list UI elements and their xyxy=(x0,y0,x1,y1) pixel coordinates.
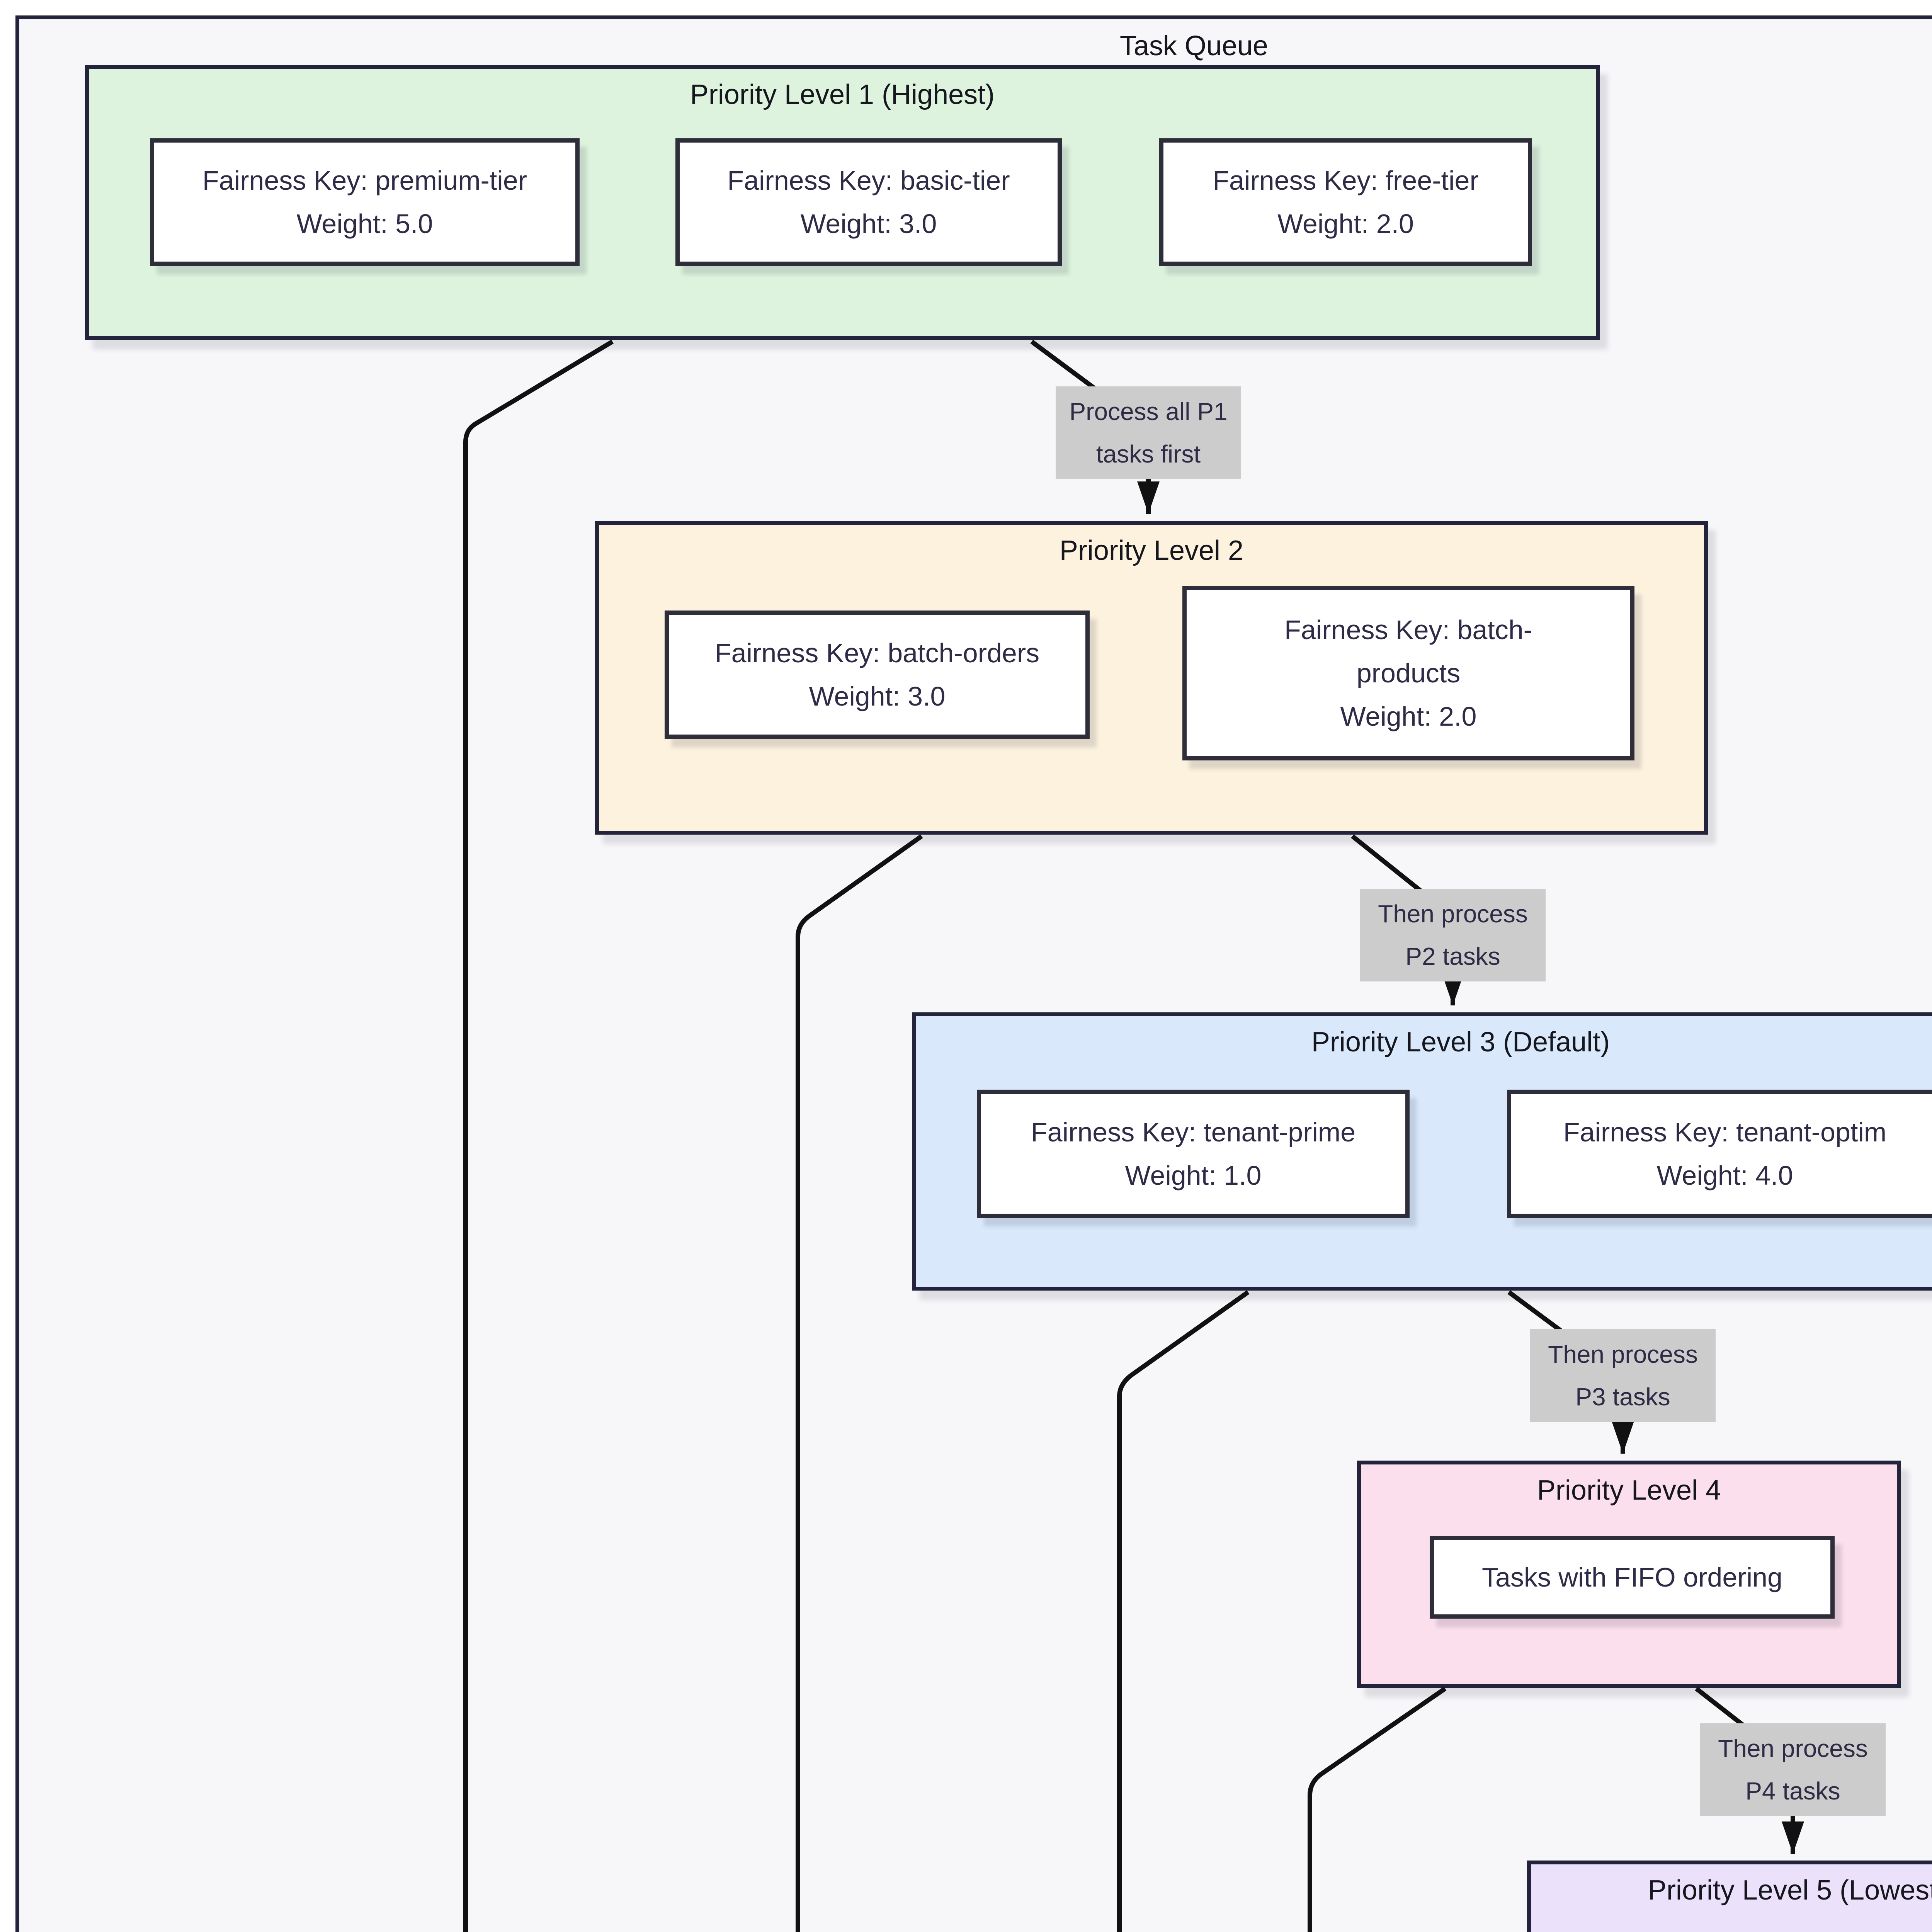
node-line: Fairness Key: tenant-prime xyxy=(1031,1117,1356,1147)
node-line: Fairness Key: premium-tier xyxy=(202,165,527,196)
node-line: products xyxy=(1356,658,1461,688)
node-line: Fairness Key: batch-orders xyxy=(714,638,1040,668)
edge-label-line: tasks first xyxy=(1096,440,1201,468)
node-line: Tasks with FIFO ordering xyxy=(1482,1562,1782,1592)
edge-label-line: P3 tasks xyxy=(1575,1383,1670,1411)
node-basic-tier: Fairness Key: basic-tier Weight: 3.0 xyxy=(675,138,1062,266)
node-fifo-p4: Tasks with FIFO ordering xyxy=(1430,1536,1835,1619)
priority-level-5-title: Priority Level 5 (Lowest) xyxy=(1648,1875,1932,1906)
edge-label-process-p3: Then process P3 tasks xyxy=(1530,1329,1716,1422)
priority-level-1-title: Priority Level 1 (Highest) xyxy=(690,79,995,110)
node-batch-products: Fairness Key: batch- products Weight: 2.… xyxy=(1182,586,1634,760)
node-tenant-optim: Fairness Key: tenant-optim Weight: 4.0 xyxy=(1507,1090,1932,1218)
node-tenant-prime: Fairness Key: tenant-prime Weight: 1.0 xyxy=(977,1090,1410,1218)
edge-label-line: P4 tasks xyxy=(1745,1777,1840,1805)
node-line: Weight: 3.0 xyxy=(800,209,937,239)
priority-level-3-title: Priority Level 3 (Default) xyxy=(1311,1027,1610,1058)
task-queue-title: Task Queue xyxy=(1119,31,1269,61)
node-line: Fairness Key: tenant-optim xyxy=(1563,1117,1887,1147)
node-line: Weight: 4.0 xyxy=(1656,1160,1793,1190)
node-line: Weight: 5.0 xyxy=(296,209,433,239)
node-line: Fairness Key: batch- xyxy=(1284,615,1532,645)
edge-label-line: Then process xyxy=(1548,1340,1698,1368)
edge-label-line: P2 tasks xyxy=(1405,942,1500,970)
node-line: Weight: 2.0 xyxy=(1340,701,1477,731)
node-premium-tier: Fairness Key: premium-tier Weight: 5.0 xyxy=(150,138,580,266)
edge-label-line: Then process xyxy=(1378,900,1528,928)
node-line: Weight: 2.0 xyxy=(1277,209,1414,239)
node-line: Fairness Key: free-tier xyxy=(1213,165,1479,196)
edge-label-line: Then process xyxy=(1718,1735,1868,1762)
priority-level-4-title: Priority Level 4 xyxy=(1537,1475,1721,1506)
edge-label-line: Process all P1 xyxy=(1069,398,1228,425)
subgraph-priority-level-5: Priority Level 5 (Lowest) xyxy=(1527,1861,1932,1932)
node-line: Weight: 3.0 xyxy=(809,681,946,711)
node-line: Fairness Key: basic-tier xyxy=(727,165,1010,196)
edge-label-process-p2: Then process P2 tasks xyxy=(1360,889,1546,981)
priority-level-2-title: Priority Level 2 xyxy=(1059,535,1244,566)
edge-label-process-p1: Process all P1 tasks first xyxy=(1056,386,1241,479)
node-batch-orders: Fairness Key: batch-orders Weight: 3.0 xyxy=(665,611,1090,739)
edge-label-process-p4: Then process P4 tasks xyxy=(1700,1723,1886,1816)
node-line: Weight: 1.0 xyxy=(1125,1160,1262,1190)
node-free-tier: Fairness Key: free-tier Weight: 2.0 xyxy=(1159,138,1532,266)
